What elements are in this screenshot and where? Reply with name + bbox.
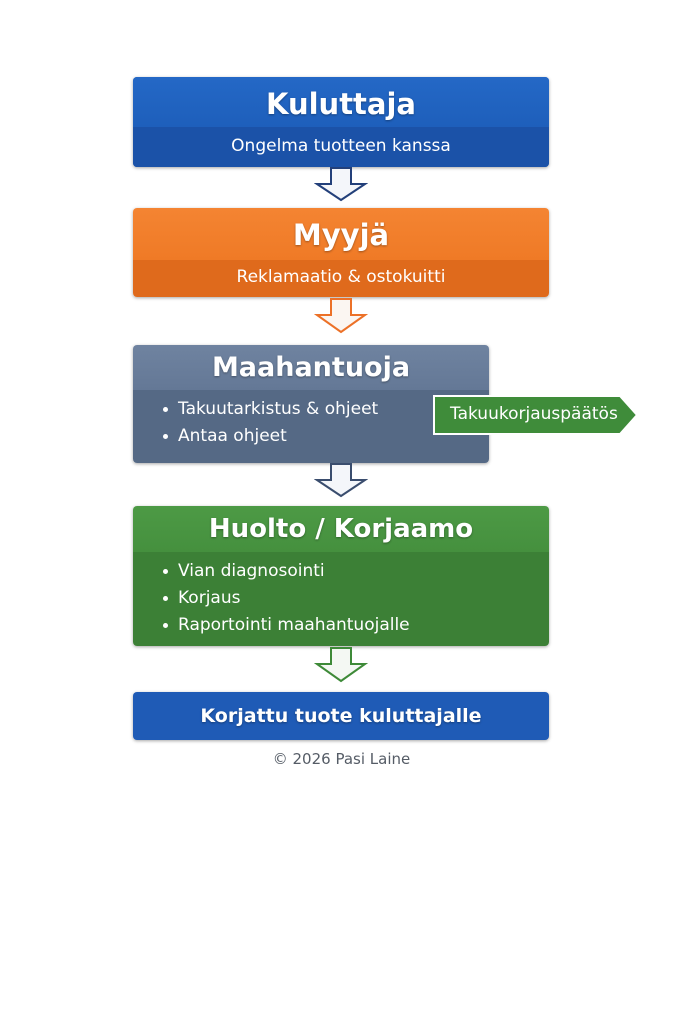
importer-item: Antaa ohjeet <box>163 423 489 450</box>
arrow-down-icon <box>314 298 368 334</box>
consumer-box: Kuluttaja Ongelma tuotteen kanssa <box>133 77 549 167</box>
seller-box: Myyjä Reklamaatio & ostokuitti <box>133 208 549 297</box>
service-item: Raportointi maahantuojalle <box>163 612 549 639</box>
service-box: Huolto / Korjaamo Vian diagnosointi Korj… <box>133 506 549 646</box>
service-title: Huolto / Korjaamo <box>133 506 549 552</box>
service-item: Korjaus <box>163 585 549 612</box>
consumer-subtitle: Ongelma tuotteen kanssa <box>133 127 549 167</box>
warranty-decision-tag: Takuukorjauspäätös <box>433 395 638 435</box>
service-item: Vian diagnosointi <box>163 558 549 585</box>
consumer-title: Kuluttaja <box>133 77 549 127</box>
importer-title: Maahantuoja <box>133 345 489 390</box>
arrow-down-icon <box>314 167 368 202</box>
warranty-decision-label: Takuukorjauspäätös <box>450 404 618 424</box>
importer-box: Maahantuoja Takuutarkistus & ohjeet Anta… <box>133 345 489 463</box>
result-box: Korjattu tuote kuluttajalle <box>133 692 549 740</box>
arrow-down-icon <box>314 463 368 498</box>
seller-subtitle: Reklamaatio & ostokuitti <box>133 260 549 297</box>
arrow-down-icon <box>314 647 368 683</box>
seller-title: Myyjä <box>133 208 549 260</box>
copyright: © 2026 Pasi Laine <box>272 750 411 768</box>
importer-item: Takuutarkistus & ohjeet <box>163 396 489 423</box>
